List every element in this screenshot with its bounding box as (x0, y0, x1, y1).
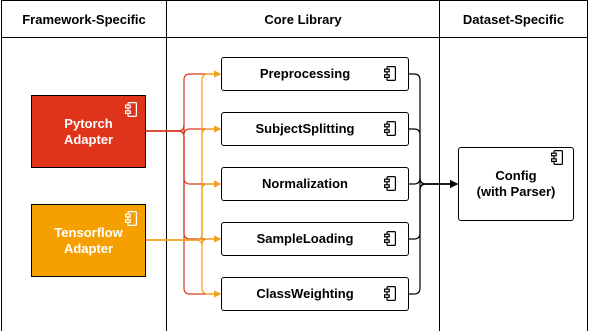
component-icon (384, 176, 396, 191)
component-icon (125, 211, 137, 226)
config-label: Config (with Parser) (476, 168, 556, 199)
component-icon (384, 121, 396, 136)
tensorflow-connector-3 (146, 233, 221, 246)
tensorflow-connector-2 (146, 180, 221, 241)
pytorch-adapter-label: Pytorch Adapter (63, 115, 114, 147)
normalization-label: Normalization (262, 176, 348, 191)
config-connector-3 (409, 180, 458, 240)
sampleloading-label: SampleLoading (256, 231, 354, 246)
tensorflow-adapter-label: Tensorflow Adapter (54, 224, 123, 256)
pytorch-connector-1 (146, 124, 221, 136)
tensorflow-adapter-box[interactable]: Tensorflow Adapter (31, 204, 146, 277)
component-icon (125, 102, 137, 117)
pytorch-connector-3 (146, 130, 221, 243)
subjectsplitting-label: SubjectSplitting (255, 121, 355, 136)
pytorch-connector-0 (146, 70, 221, 132)
normalization-component[interactable]: Normalization (221, 167, 409, 201)
component-icon (384, 66, 396, 81)
classweighting-component[interactable]: ClassWeighting (221, 277, 409, 311)
component-icon (551, 150, 563, 165)
sampleloading-component[interactable]: SampleLoading (221, 222, 409, 256)
config-component[interactable]: Config (with Parser) (458, 147, 574, 221)
pytorch-connector-4 (146, 130, 221, 298)
preprocessing-label: Preprocessing (259, 66, 351, 81)
lane-header-framework: Framework-Specific (1, 0, 167, 38)
component-icon (384, 231, 396, 246)
tensorflow-connector-0 (146, 70, 221, 241)
pytorch-connector-2 (146, 130, 221, 188)
classweighting-label: ClassWeighting (256, 286, 354, 301)
preprocessing-component[interactable]: Preprocessing (221, 57, 409, 91)
tensorflow-connector-4 (146, 239, 221, 298)
pytorch-adapter-box[interactable]: Pytorch Adapter (31, 95, 146, 168)
lane-header-dataset: Dataset-Specific (439, 0, 588, 38)
lane-header-core: Core Library (166, 0, 440, 38)
config-connector-1 (409, 128, 458, 188)
config-connector-4 (409, 180, 458, 295)
component-icon (384, 286, 396, 301)
subjectsplitting-component[interactable]: SubjectSplitting (221, 112, 409, 146)
